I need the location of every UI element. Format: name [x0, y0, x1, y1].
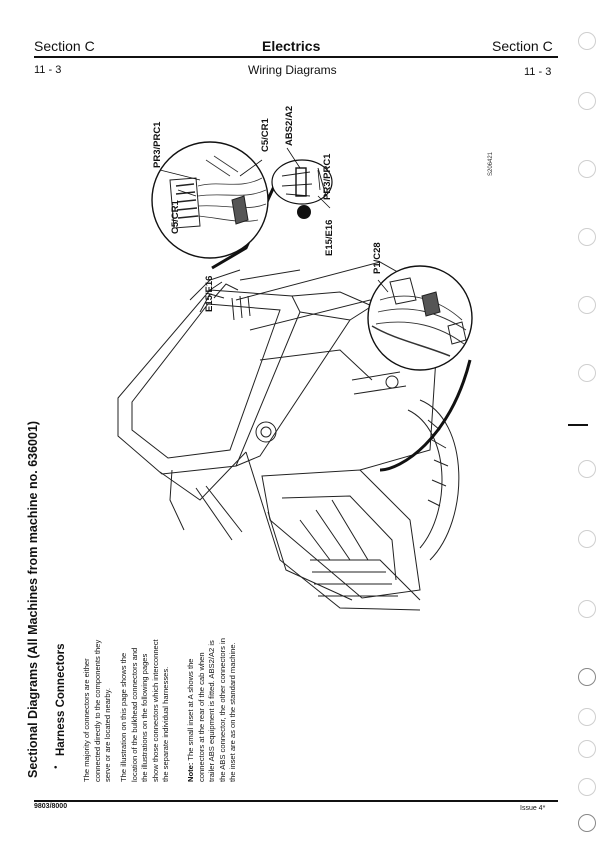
binder-hole: [578, 296, 596, 314]
page-number-left: 11 - 3: [34, 64, 62, 76]
figure-reference-code: S206421: [488, 151, 494, 176]
leader-line-right: [379, 359, 472, 472]
section-label-right: Section C: [492, 38, 553, 54]
inset-ellipse-a: [271, 159, 333, 205]
document-number: 9803/8000: [34, 803, 68, 810]
label-e15-e16-main: E15/E16: [204, 276, 215, 312]
page-title: Electrics: [262, 38, 321, 54]
page-subtitle: Wiring Diagrams: [248, 63, 337, 77]
binder-hole: [578, 228, 596, 246]
binder-hole: [578, 32, 596, 50]
header-rule: [34, 56, 558, 58]
edge-tick-mark: [568, 424, 588, 426]
label-p1-c28: P1/C28: [372, 242, 383, 274]
footer-rule: [34, 800, 558, 802]
binder-hole: [578, 92, 596, 110]
page-number-right: 11 - 3: [524, 66, 552, 78]
inset-circle-top: [151, 141, 269, 259]
label-pr3-prc1-right: PR3/PRC1: [322, 153, 333, 200]
binder-hole: [578, 814, 596, 832]
label-c5-cr1-right: C5/CR1: [260, 117, 271, 152]
binder-hole: [578, 708, 596, 726]
section-label-left: Section C: [34, 38, 95, 54]
binder-hole: [578, 600, 596, 618]
cab-illustration: [117, 261, 460, 611]
issue-label: Issue 4*: [520, 805, 546, 812]
binder-hole: [578, 364, 596, 382]
binder-hole: [578, 778, 596, 796]
binder-hole: [578, 530, 596, 548]
binder-hole: [578, 160, 596, 178]
label-abs2-a2: ABS2/A2: [284, 106, 295, 146]
binder-hole: [578, 740, 596, 758]
inset-circle-right: [367, 265, 473, 371]
label-pr3-prc1-left: PR3/PRC1: [152, 121, 163, 168]
binder-hole: [578, 460, 596, 478]
bullet-marker: •: [54, 762, 58, 772]
label-leaders: [159, 147, 389, 293]
label-c5-cr1-left: C5/CR1: [170, 199, 181, 234]
inset-marker-a: [297, 205, 311, 219]
binder-hole: [578, 668, 596, 686]
inset-marker-text: A: [300, 208, 307, 218]
label-e15-e16-inset: E15/E16: [324, 220, 335, 256]
